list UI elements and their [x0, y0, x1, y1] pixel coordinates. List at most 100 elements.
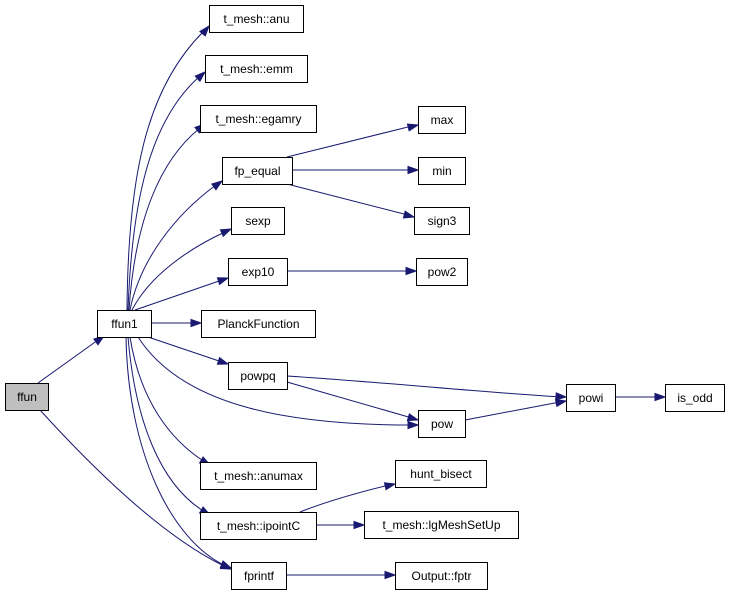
node-box [201, 310, 316, 338]
node-pow2[interactable]: pow2 [416, 258, 468, 286]
node-pow[interactable]: pow [418, 410, 466, 438]
edge-ffun1-to-egamry [128, 123, 207, 311]
node-label: t_mesh::anu [223, 12, 289, 26]
node-planck[interactable]: PlanckFunction [201, 310, 316, 338]
edge-arrowhead [406, 123, 420, 132]
node-anumax[interactable]: t_mesh::anumax [200, 462, 317, 490]
node-ffun: ffun [5, 383, 49, 411]
edge-pow-to-powi [464, 398, 568, 421]
edge-powpq-to-pow [286, 381, 420, 422]
node-min[interactable]: min [418, 157, 466, 185]
node-sign3[interactable]: sign3 [414, 207, 470, 235]
edge-ipointC-to-lgMeshSetUp [316, 520, 366, 530]
node-box [414, 207, 470, 235]
node-label: exp10 [242, 265, 275, 279]
node-box [200, 462, 317, 490]
node-box [231, 207, 285, 235]
node-box [395, 562, 488, 590]
node-label: is_odd [677, 391, 712, 405]
node-hunt_bisect[interactable]: hunt_bisect [395, 460, 487, 488]
edge-ffun1-to-exp10 [134, 277, 230, 311]
edge-arrowhead [555, 392, 568, 401]
node-label: pow [431, 417, 453, 431]
node-egamry[interactable]: t_mesh::egamry [200, 105, 317, 133]
edge-fp_equal-to-max [286, 123, 420, 158]
node-is_odd[interactable]: is_odd [665, 384, 725, 412]
edge-arrowhead [402, 210, 416, 219]
node-sexp[interactable]: sexp [231, 207, 285, 235]
node-box [231, 562, 287, 590]
node-anu[interactable]: t_mesh::anu [209, 5, 304, 33]
node-label: ffun [17, 390, 37, 404]
edge-arrowhead [383, 482, 397, 491]
edge-arrowhead [407, 420, 420, 430]
edge-arrowhead [407, 165, 420, 175]
edge-arrowhead [199, 24, 210, 37]
node-emm[interactable]: t_mesh::emm [205, 55, 308, 83]
edge-exp10-to-pow2 [287, 266, 418, 276]
node-fprintf[interactable]: fprintf [231, 562, 287, 590]
node-max[interactable]: max [418, 106, 466, 134]
node-label: pow2 [428, 265, 457, 279]
node-fptr[interactable]: Output::fptr [395, 562, 488, 590]
node-label: powpq [240, 369, 275, 383]
edge-line [128, 127, 201, 311]
node-box [200, 105, 317, 133]
node-lgMeshSetUp[interactable]: t_mesh::lgMeshSetUp [364, 511, 519, 539]
node-label: ffun1 [111, 317, 138, 331]
node-powi[interactable]: powi [566, 384, 616, 412]
edge-ffun1-to-emm [127, 70, 207, 311]
node-label: t_mesh::anumax [214, 469, 303, 483]
node-ffun1[interactable]: ffun1 [97, 310, 152, 338]
edge-arrowhead [216, 356, 230, 365]
edge-line [147, 336, 223, 363]
edge-line [286, 375, 561, 398]
node-label: min [432, 164, 451, 178]
node-box [665, 384, 725, 412]
node-label: sign3 [428, 214, 457, 228]
node-box [5, 383, 49, 411]
node-box [395, 460, 487, 488]
edge-line [286, 125, 413, 158]
edge-arrowhead [190, 318, 203, 328]
edge-ffun1-to-ipointC [127, 336, 212, 516]
node-label: powi [579, 391, 604, 405]
node-label: max [431, 113, 454, 127]
node-box [97, 310, 152, 338]
node-box [228, 258, 288, 286]
node-box [209, 5, 304, 33]
edge-fp_equal-to-sign3 [286, 183, 416, 219]
edge-line [127, 336, 206, 513]
node-powpq[interactable]: powpq [228, 362, 288, 390]
node-label: fprintf [244, 569, 275, 583]
edge-arrowhead [216, 277, 230, 286]
node-box [418, 106, 466, 134]
edge-line [286, 183, 409, 216]
edge-line [137, 336, 413, 426]
edge-line [129, 184, 217, 311]
node-label: sexp [245, 214, 271, 228]
edge-powpq-to-powi [286, 375, 568, 401]
node-label: t_mesh::egamry [215, 112, 301, 126]
node-box [418, 157, 466, 185]
node-exp10[interactable]: exp10 [228, 258, 288, 286]
nodes-layer: ffun ffun1 t_mesh::anut_mesh::emmt_mesh::e… [5, 5, 725, 590]
edge-line [134, 279, 223, 311]
node-label: t_mesh::ipointC [217, 519, 301, 533]
node-label: hunt_bisect [410, 467, 472, 481]
edge-ffun1-to-planck [151, 318, 203, 328]
edge-arrowhead [554, 398, 568, 408]
edge-line [464, 401, 561, 421]
edge-line [129, 336, 206, 463]
node-label: Output::fptr [411, 569, 471, 583]
node-box [364, 511, 519, 539]
edge-ffun1-to-fprintf [125, 336, 233, 569]
edge-ffun1-to-powpq [147, 336, 230, 365]
node-box [228, 362, 288, 390]
edge-fprintf-to-fptr [286, 570, 397, 580]
node-fp_equal[interactable]: fp_equal [222, 157, 293, 185]
edge-line [127, 75, 201, 311]
node-ipointC[interactable]: t_mesh::ipointC [200, 512, 317, 540]
edge-ffun1-to-fp_equal [129, 180, 224, 311]
